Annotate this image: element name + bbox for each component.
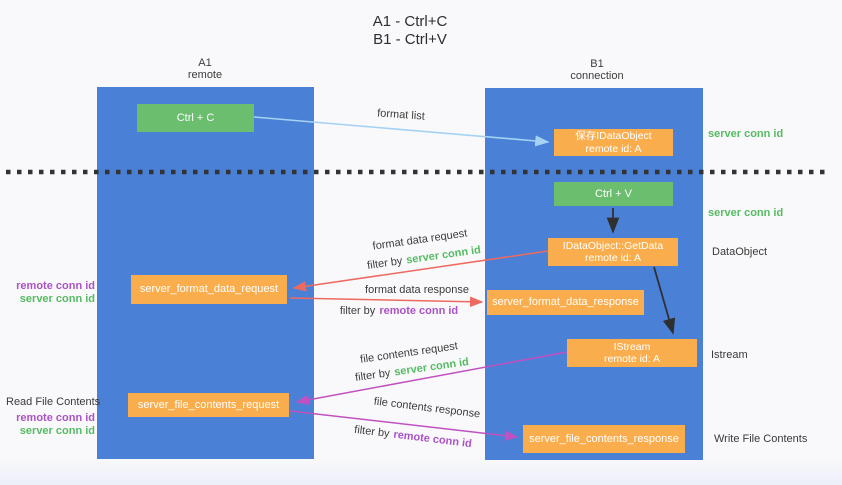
- node-save-idataobject: 保存IDataObject remote id: A: [554, 129, 673, 156]
- node-server-file-contents-response: server_file_contents_response: [523, 425, 685, 453]
- label-format-list-text: format list: [376, 107, 426, 123]
- label-format-list: format list: [377, 107, 425, 122]
- write-file-contents-text: Write File Contents: [714, 433, 808, 445]
- arrow-format-data-response: [289, 296, 484, 307]
- left-conn-id-group-bottom: remote conn id server conn id: [0, 412, 95, 438]
- bottom-gradient: [0, 458, 842, 485]
- node-server-format-data-response: server_format_data_response: [487, 290, 644, 315]
- write-file-contents-label: Write File Contents: [714, 433, 807, 446]
- title-line-2: B1 - Ctrl+V: [373, 31, 447, 48]
- filter-by-text: filter by: [354, 367, 392, 384]
- filter-by-text: filter by: [366, 255, 404, 272]
- read-file-contents-text: Read File Contents: [6, 396, 101, 408]
- label-format-data-response: format data response: [365, 284, 469, 296]
- istream-label: Istream: [711, 349, 748, 362]
- node-file-request-label: server_file_contents_request: [137, 398, 280, 411]
- lane-right-role: connection: [570, 70, 624, 82]
- lane-right-name: B1: [590, 58, 604, 70]
- node-ctrl-v: Ctrl + V: [554, 182, 673, 206]
- node-idataobject-getdata: IDataObject::GetData remote id: A: [548, 238, 678, 266]
- remote-conn-id-label: remote conn id: [16, 280, 95, 292]
- node-ctrl-c: Ctrl + C: [137, 104, 254, 132]
- node-server-format-data-request: server_format_data_request: [131, 275, 287, 304]
- node-server-file-contents-request: server_file_contents_request: [128, 393, 289, 417]
- dataobject-text: DataObject: [712, 246, 768, 258]
- node-istream-line2: remote id: A: [603, 353, 661, 365]
- remote-conn-id-text: remote conn id: [379, 305, 459, 317]
- lane-header-b1-connection: B1 connection: [537, 58, 657, 82]
- node-istream: IStream remote id: A: [567, 339, 697, 367]
- node-getdata-line2: remote id: A: [584, 252, 642, 264]
- filter-by-text: filter by: [339, 305, 376, 317]
- server-conn-id-label: server conn id: [19, 293, 95, 305]
- label-format-data-response-text: format data response: [365, 284, 469, 296]
- node-istream-line1: IStream: [613, 340, 651, 353]
- dataobject-label: DataObject: [712, 246, 767, 259]
- title-line-1: A1 - Ctrl+C: [372, 13, 448, 30]
- lane-header-a1-remote: A1 remote: [145, 57, 265, 81]
- left-conn-id-group-top: remote conn id server conn id: [0, 280, 95, 306]
- node-format-response-label: server_format_data_response: [492, 296, 639, 308]
- node-getdata-line1: IDataObject::GetData: [562, 239, 664, 252]
- node-ctrl-v-label: Ctrl + V: [595, 187, 632, 200]
- server-conn-id-text: server conn id: [708, 128, 784, 140]
- server-conn-id-label-top: server conn id: [708, 128, 783, 141]
- lane-left-role: remote: [187, 69, 223, 81]
- label-file-contents-response: file contents response: [373, 396, 481, 421]
- node-save-idataobject-line1: 保存IDataObject: [575, 130, 652, 142]
- lane-left-name: A1: [198, 57, 212, 69]
- node-file-response-label: server_file_contents_response: [529, 432, 679, 445]
- node-format-request-label: server_format_data_request: [139, 283, 279, 295]
- diagram-title: A1 - Ctrl+C B1 - Ctrl+V: [300, 13, 520, 49]
- server-conn-id-label: server conn id: [19, 425, 95, 437]
- server-conn-id-text: server conn id: [708, 207, 784, 219]
- filter-by-text: filter by: [353, 423, 391, 441]
- node-ctrl-c-label: Ctrl + C: [176, 111, 215, 124]
- node-save-idataobject-line2: remote id: A: [585, 142, 642, 155]
- server-conn-id-text: server conn id: [405, 244, 482, 267]
- read-file-contents-label: Read File Contents: [6, 396, 100, 409]
- remote-conn-id-text: remote conn id: [392, 428, 473, 451]
- server-conn-id-label-mid: server conn id: [708, 207, 783, 220]
- remote-conn-id-label: remote conn id: [16, 412, 95, 424]
- istream-text: Istream: [711, 349, 748, 361]
- label-file-contents-response-text: file contents response: [373, 395, 481, 421]
